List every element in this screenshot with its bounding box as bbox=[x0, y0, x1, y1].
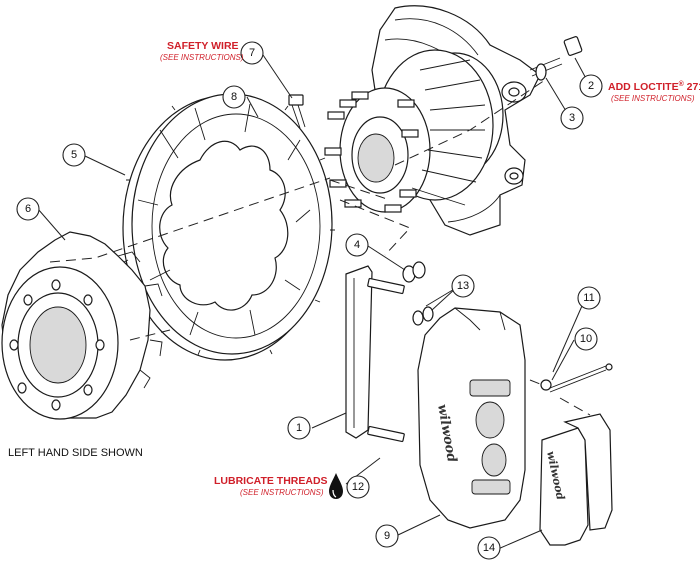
safety-wire-label: SAFETY WIRE bbox=[167, 40, 239, 52]
callout-9: 9 bbox=[375, 524, 399, 548]
diagram-caption: LEFT HAND SIDE SHOWN bbox=[8, 447, 143, 459]
callout-12: 12 bbox=[346, 475, 370, 499]
shim-washers-4 bbox=[402, 261, 426, 283]
svg-text:11: 11 bbox=[583, 292, 594, 304]
svg-text:10: 10 bbox=[580, 333, 592, 345]
brake-pads-14: wilwood bbox=[539, 413, 613, 546]
callout-7: 7 bbox=[240, 41, 264, 65]
loctite-suffix: 271 bbox=[684, 81, 700, 93]
shim-washers-13 bbox=[412, 306, 434, 326]
lubricate-sub: (SEE INSTRUCTIONS) bbox=[240, 488, 324, 497]
callout-8: 8 bbox=[222, 85, 246, 109]
note-loctite: ADD LOCTITE® 271 (SEE INSTRUCTIONS) bbox=[608, 80, 700, 103]
svg-text:3: 3 bbox=[569, 112, 575, 124]
note-safety-wire: SAFETY WIRE (SEE INSTRUCTIONS) bbox=[160, 40, 244, 62]
svg-text:14: 14 bbox=[483, 542, 495, 554]
svg-text:1: 1 bbox=[296, 422, 302, 434]
loctite-sub: (SEE INSTRUCTIONS) bbox=[611, 94, 695, 103]
oil-drop-icon bbox=[329, 473, 343, 499]
callout-11: 11 bbox=[577, 286, 601, 310]
svg-text:7: 7 bbox=[249, 47, 255, 59]
svg-text:6: 6 bbox=[25, 203, 31, 215]
svg-text:13: 13 bbox=[457, 280, 469, 292]
lubricate-label: LUBRICATE THREADS bbox=[214, 475, 328, 487]
callout-13: 13 bbox=[451, 274, 475, 298]
caliper-bolt-7 bbox=[288, 94, 306, 129]
callout-10: 10 bbox=[574, 327, 598, 351]
hub-spindle-assembly bbox=[324, 5, 541, 236]
alignment-lines bbox=[49, 79, 591, 416]
note-lubricate: LUBRICATE THREADS (SEE INSTRUCTIONS) bbox=[214, 473, 343, 499]
callout-3: 3 bbox=[560, 106, 584, 130]
loctite-label: ADD LOCTITE bbox=[608, 81, 679, 93]
leader-lines bbox=[37, 51, 590, 550]
callout-2: 2 bbox=[579, 74, 603, 98]
mounting-bracket-1 bbox=[345, 265, 405, 443]
svg-text:9: 9 bbox=[384, 530, 390, 542]
brake-rotor-5 bbox=[122, 92, 335, 361]
svg-text:12: 12 bbox=[352, 481, 364, 493]
svg-text:2: 2 bbox=[588, 80, 594, 92]
loctite-registered: ® bbox=[679, 80, 685, 88]
svg-text:ADD LOCTITE® 271: ADD LOCTITE® 271 bbox=[608, 80, 700, 93]
callout-6: 6 bbox=[16, 197, 40, 221]
callout-4: 4 bbox=[345, 233, 369, 257]
hat-bolt-holes bbox=[9, 279, 105, 411]
safety-wire-sub: (SEE INSTRUCTIONS) bbox=[160, 53, 244, 62]
pad-retaining-pin-10 bbox=[540, 363, 613, 393]
svg-text:5: 5 bbox=[71, 149, 77, 161]
wheel-studs bbox=[324, 91, 419, 213]
svg-text:4: 4 bbox=[354, 239, 360, 251]
svg-text:8: 8 bbox=[231, 91, 237, 103]
mounting-bolt-2 bbox=[529, 36, 583, 81]
brake-caliper-9: wilwood bbox=[417, 307, 526, 529]
callout-1: 1 bbox=[287, 416, 311, 440]
rotor-hat-6 bbox=[1, 231, 163, 420]
callout-14: 14 bbox=[477, 536, 501, 560]
callout-5: 5 bbox=[62, 143, 86, 167]
